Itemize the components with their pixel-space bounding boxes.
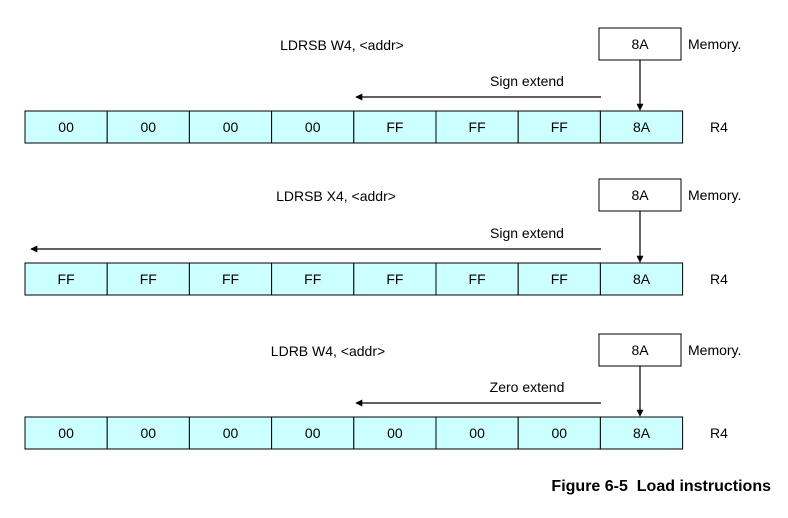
register-byte-value: FF [386,119,403,135]
register-byte-value: FF [140,271,157,287]
register-byte-cell [599,416,684,450]
register-byte-cell [517,110,601,144]
register-byte-cell [353,110,437,144]
instruction-label: LDRB W4, <addr> [271,343,385,359]
instruction-label: LDRSB W4, <addr> [280,37,404,53]
register-label: R4 [710,425,728,441]
memory-label: Memory. [688,342,741,358]
figure-caption: Figure 6-5 Load instructions [551,478,771,495]
instruction-label: LDRSB X4, <addr> [276,188,396,204]
register-byte-value: 00 [552,425,568,441]
register-byte-cell [24,110,108,144]
register-byte-value: 00 [387,425,403,441]
register-byte-value: 00 [141,119,157,135]
register-byte-value: FF [469,271,486,287]
register-byte-value: 00 [141,425,157,441]
register-byte-cell [106,416,190,450]
register-byte-cell [271,416,355,450]
register-byte-value: FF [304,271,321,287]
memory-box [598,27,682,61]
register-byte-value: 8A [633,271,651,287]
register-byte-cell [106,110,190,144]
register-byte-value: 00 [223,425,239,441]
register-byte-value: FF [551,119,568,135]
register-byte-value: 8A [633,425,651,441]
extend-label: Sign extend [490,225,564,241]
register-byte-value: FF [58,271,75,287]
register-byte-value: FF [386,271,403,287]
register-byte-cell [106,262,190,296]
register-byte-cell [599,110,684,144]
register-byte-cell [599,262,684,296]
register-byte-value: FF [222,271,239,287]
register-byte-value: FF [469,119,486,135]
memory-label: Memory. [688,187,741,203]
register-byte-value: 00 [469,425,485,441]
register-byte-cell [188,262,273,296]
register-byte-cell [271,262,355,296]
register-label: R4 [710,271,728,287]
register-byte-cell [188,110,273,144]
memory-value: 8A [631,187,649,203]
register-byte-value: 00 [223,119,239,135]
register-byte-cell [353,416,437,450]
extend-label: Zero extend [490,379,565,395]
register-byte-cell [517,416,601,450]
register-byte-value: 00 [58,119,74,135]
extend-label: Sign extend [490,73,564,89]
register-byte-value: 00 [58,425,74,441]
register-label: R4 [710,119,728,135]
register-byte-cell [435,110,519,144]
register-byte-value: 00 [305,119,321,135]
register-byte-value: 00 [305,425,321,441]
memory-label: Memory. [688,36,741,52]
register-byte-value: FF [551,271,568,287]
memory-box [598,333,682,367]
memory-value: 8A [631,36,649,52]
register-byte-value: 8A [633,119,651,135]
memory-value: 8A [631,342,649,358]
register-byte-cell [24,262,108,296]
